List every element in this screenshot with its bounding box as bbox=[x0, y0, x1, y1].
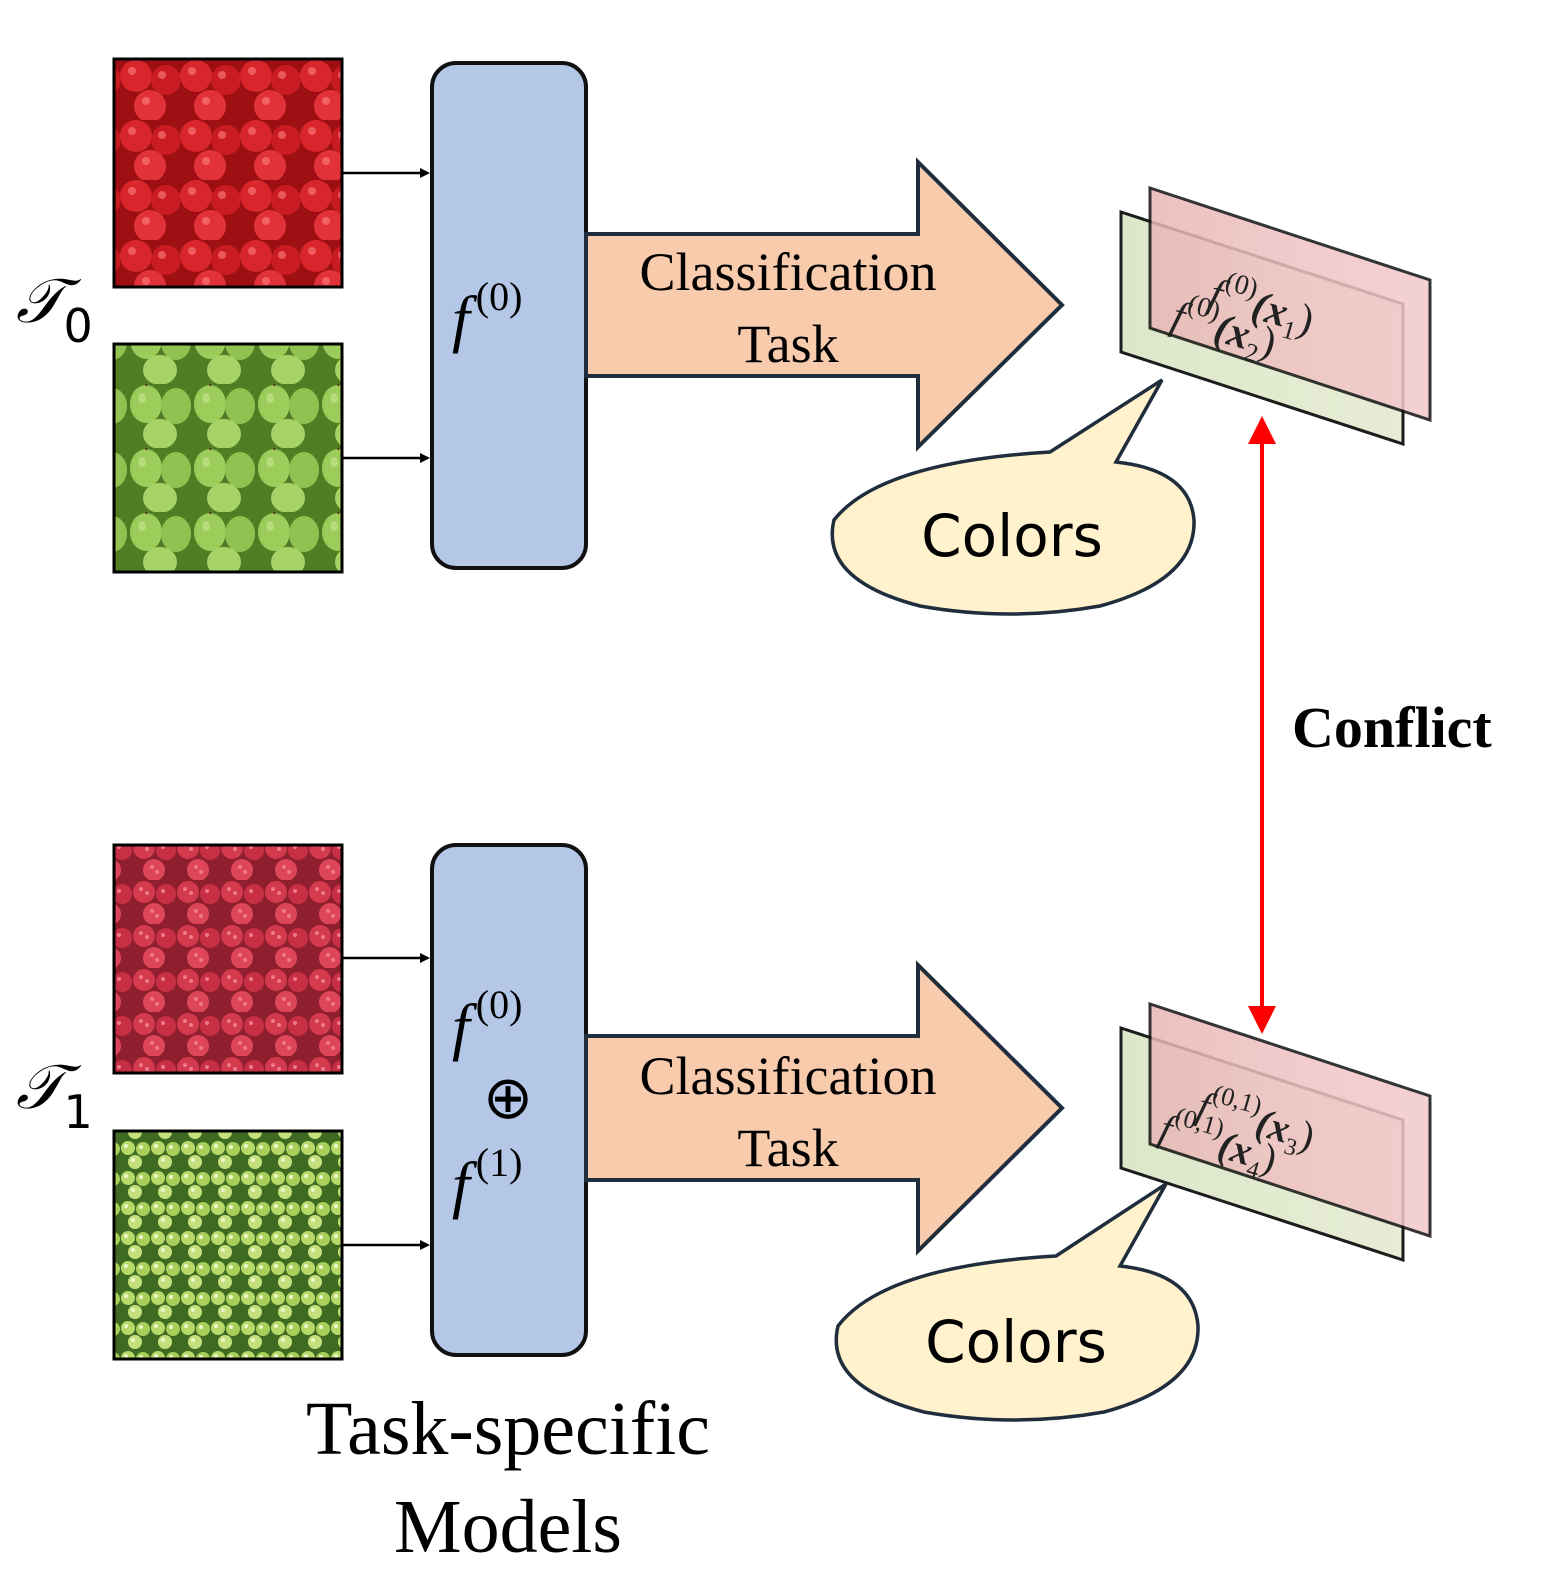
grapes-image bbox=[112, 1129, 344, 1361]
task-1-label: 𝒯1 bbox=[16, 1050, 93, 1139]
model-1-sup1: (1) bbox=[476, 1140, 523, 1185]
model-0-sup: (0) bbox=[476, 274, 523, 319]
conflict-indicator: Conflict bbox=[1248, 416, 1492, 1034]
model-1-sup0: (0) bbox=[476, 982, 523, 1027]
classification-arrow-0 bbox=[584, 157, 1065, 452]
arrow-1-line1: Classification bbox=[640, 1046, 937, 1106]
conflict-arrow-head-up bbox=[1248, 416, 1276, 444]
feature-map-0-front bbox=[1148, 185, 1432, 423]
oplus-symbol: ⊕ bbox=[483, 1063, 533, 1133]
conflict-label: Conflict bbox=[1292, 695, 1492, 760]
arrow-0-line2: Task bbox=[737, 314, 838, 374]
bubble-1-text: Colors bbox=[925, 1308, 1107, 1376]
apples-image bbox=[112, 57, 344, 289]
feature-0-back-label: f(0)(x2) bbox=[1165, 285, 1284, 372]
footer-line2: Models bbox=[394, 1485, 622, 1569]
conflict-arrow-head-down bbox=[1248, 1006, 1276, 1034]
raspberries-image bbox=[112, 843, 344, 1075]
arrow-0-line1: Classification bbox=[640, 242, 937, 302]
feature-map-1-front bbox=[1148, 1001, 1432, 1239]
task-1-row: 𝒯1 f(0) ⊕ f(1) Classification Task f(0,1… bbox=[16, 843, 1432, 1422]
arrow-1-line2: Task bbox=[737, 1118, 838, 1178]
bubble-0 bbox=[830, 378, 1196, 616]
pears-image bbox=[112, 342, 344, 574]
footer-line1: Task-specific bbox=[306, 1387, 710, 1471]
bubble-1 bbox=[834, 1182, 1200, 1422]
classification-arrow-1 bbox=[584, 960, 1065, 1256]
bubble-0-text: Colors bbox=[921, 502, 1103, 570]
task-1-label-sub: 1 bbox=[64, 1085, 93, 1139]
task-0-label-sub: 0 bbox=[64, 299, 93, 353]
feature-map-1: f(0,1)(x3) f(0,1)(x4) bbox=[1119, 1001, 1432, 1263]
task-0-row: 𝒯0 f(0) Classification Task f(0)(x bbox=[16, 57, 1432, 616]
model-0-formula: f(0) bbox=[452, 274, 522, 354]
task-0-label: 𝒯0 bbox=[16, 264, 93, 353]
feature-map-0: f(0)(x1) f(0)(x2) bbox=[1119, 185, 1432, 447]
